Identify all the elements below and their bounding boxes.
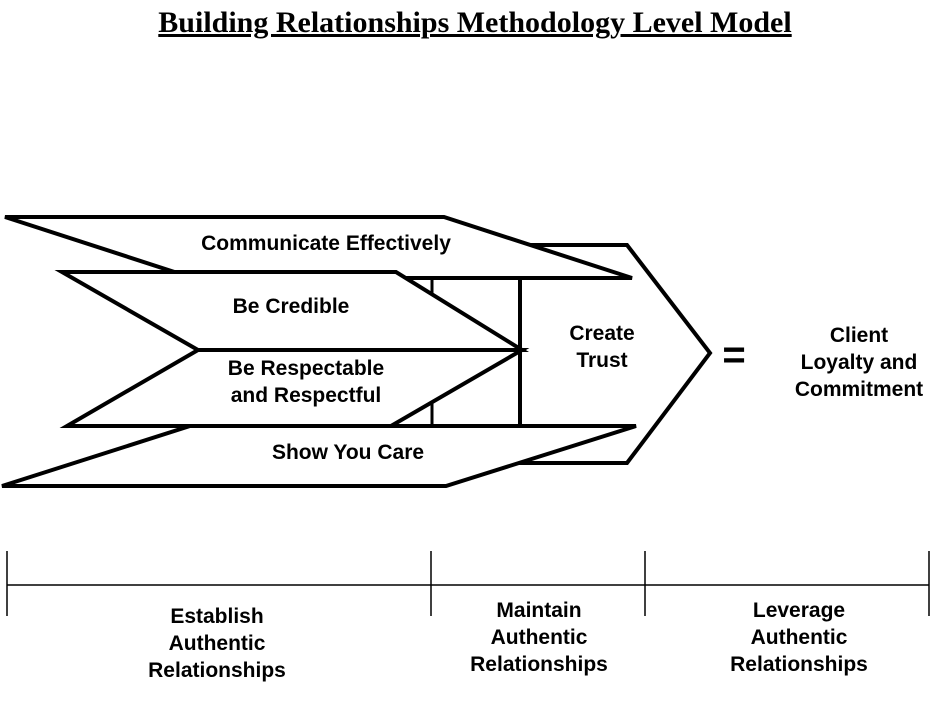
label-respectable-1: Be Respectable <box>228 357 384 380</box>
phase-leverage-3: Relationships <box>730 653 868 676</box>
phase-establish-2: Authentic <box>169 632 266 655</box>
label-respectable-2: and Respectful <box>231 384 382 407</box>
label-outcome-2: Loyalty and <box>801 351 918 374</box>
phase-establish-3: Relationships <box>148 659 286 682</box>
phase-leverage-1: Leverage <box>753 599 845 622</box>
phase-leverage-2: Authentic <box>751 626 848 649</box>
label-credible: Be Credible <box>233 295 350 318</box>
label-outcome-1: Client <box>830 324 888 347</box>
diagram-title: Building Relationships Methodology Level… <box>158 6 792 39</box>
label-trust-1: Create <box>569 322 634 345</box>
phase-establish-1: Establish <box>170 605 263 628</box>
equals-sign: = <box>722 333 745 377</box>
phase-maintain-1: Maintain <box>496 599 581 622</box>
layer-communicate-effectively <box>4 215 633 280</box>
phase-maintain-2: Authentic <box>491 626 588 649</box>
layer-show-you-care <box>1 424 637 488</box>
label-outcome-3: Commitment <box>795 378 923 401</box>
label-care: Show You Care <box>272 441 424 464</box>
label-trust-2: Trust <box>576 349 627 372</box>
phase-maintain-3: Relationships <box>470 653 608 676</box>
label-communicate: Communicate Effectively <box>201 232 451 255</box>
